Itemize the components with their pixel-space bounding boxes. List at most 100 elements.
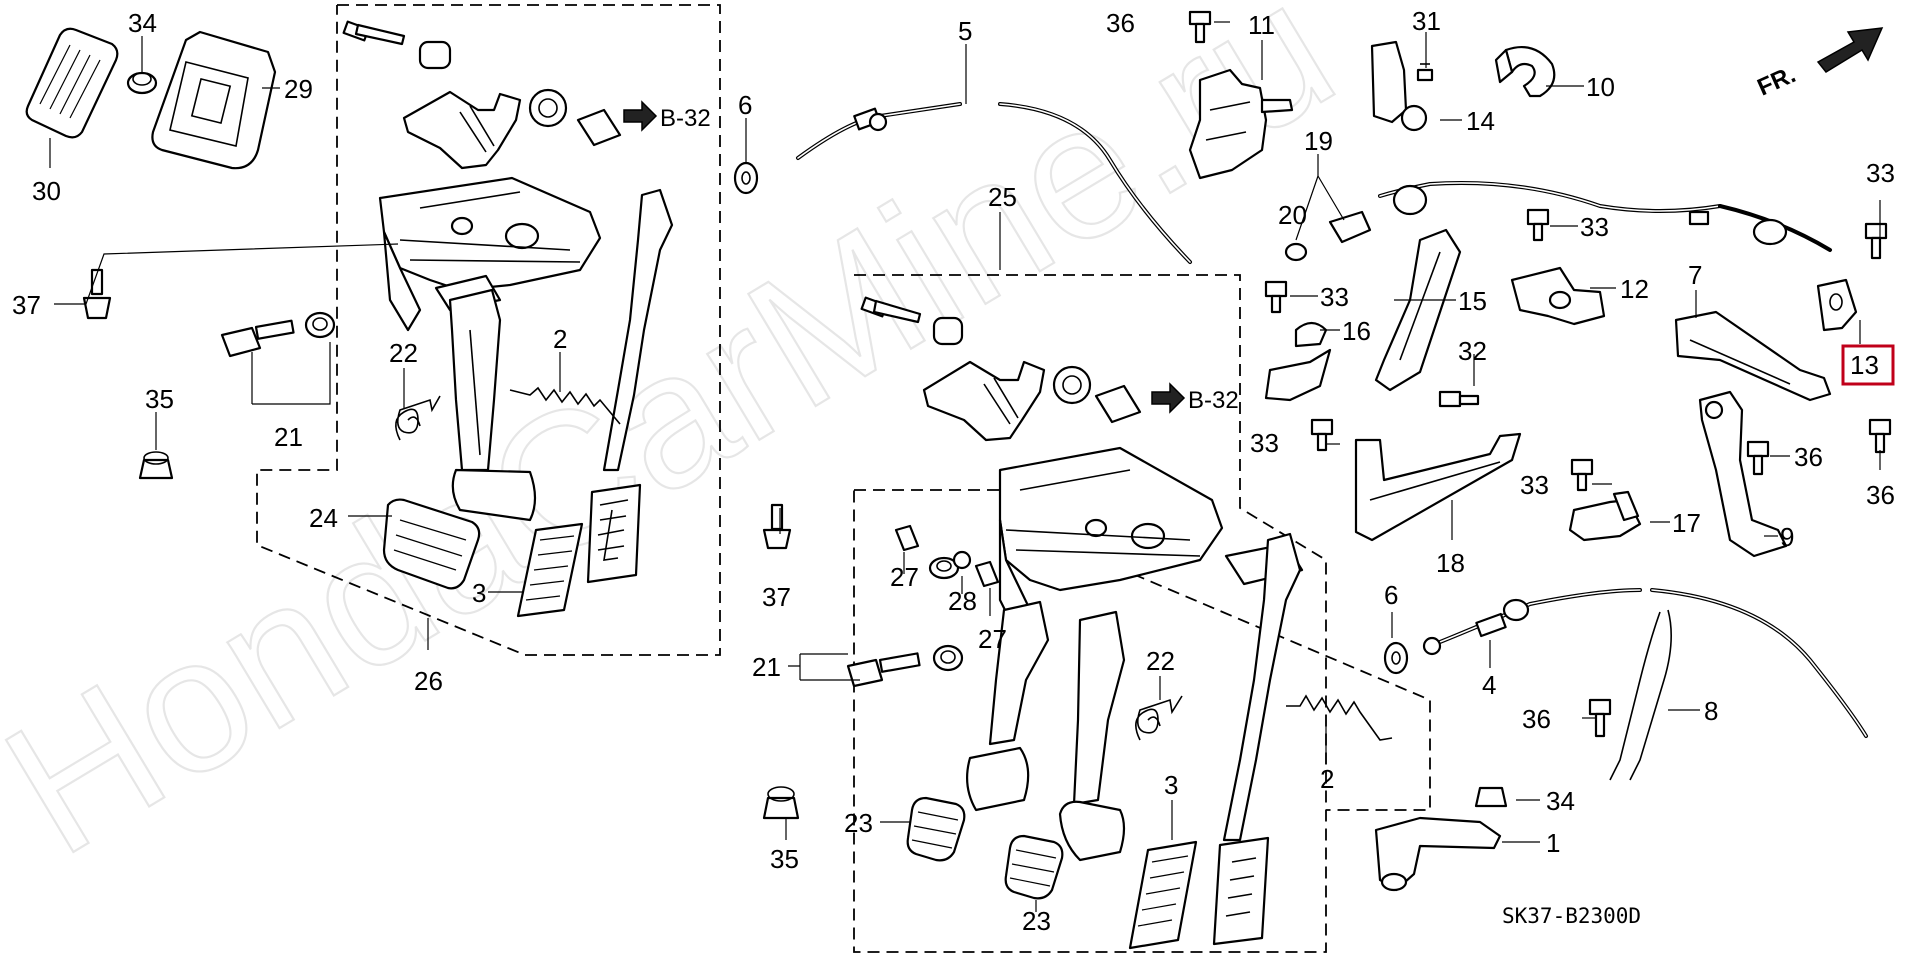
left-accel-pedal — [586, 188, 674, 584]
callout: 9 — [1780, 522, 1794, 552]
callout: 32 — [1458, 336, 1487, 366]
callout: 33 — [1520, 470, 1549, 500]
callout: 2 — [1320, 764, 1334, 794]
callout: 37 — [762, 582, 791, 612]
callout: 36 — [1866, 480, 1895, 510]
cable-5 — [796, 102, 1192, 264]
callout: 33 — [1320, 282, 1349, 312]
frame-26 — [256, 4, 721, 656]
switch-21b — [846, 644, 964, 688]
callout: 6 — [738, 90, 752, 120]
callout: 23 — [844, 808, 873, 838]
center-clutch-pedal — [965, 600, 1050, 812]
ref-b32-center-label: B-32 — [1188, 387, 1239, 414]
callout: 13 — [1850, 350, 1879, 380]
bolts-small — [1188, 10, 1892, 808]
front-indicator: FR. — [1753, 27, 1884, 101]
center-pedal-pad-3 — [1128, 840, 1198, 950]
center-brake-pedal — [1058, 610, 1126, 862]
bracket-9 — [1698, 390, 1788, 558]
bolt-31 — [1416, 63, 1434, 82]
clamp-12 — [1510, 266, 1606, 326]
bolt-36c — [1868, 418, 1892, 454]
nut-35a — [138, 451, 174, 480]
callout: 20 — [1278, 200, 1307, 230]
bolt-36a — [1188, 10, 1212, 44]
washer-6b — [1383, 641, 1409, 675]
callout: 22 — [1146, 646, 1175, 676]
spring-22b — [1135, 695, 1183, 741]
pad-30 — [25, 27, 119, 139]
callout: 27 — [890, 562, 919, 592]
spring-2b — [1286, 694, 1393, 741]
center-accel-pedal — [1212, 532, 1302, 946]
callout: 1 — [1546, 828, 1560, 858]
bracket-11 — [1188, 68, 1294, 180]
switch-21a — [220, 311, 336, 358]
callout: 19 — [1304, 126, 1333, 156]
callout: 26 — [414, 666, 443, 696]
callout: 3 — [1164, 770, 1178, 800]
nut-34b — [1474, 786, 1508, 808]
bracket-18 — [1354, 432, 1522, 542]
callout: 33 — [1580, 212, 1609, 242]
callout: 35 — [145, 384, 174, 414]
bolt-33e — [1864, 222, 1888, 260]
diagram-code: SK37-B2300D — [1502, 904, 1641, 928]
callout: 14 — [1466, 106, 1495, 136]
bolt-37a — [82, 268, 112, 320]
left-pedal-pad-24 — [382, 498, 481, 590]
bracket-17 — [1568, 490, 1642, 542]
callout: 36 — [1522, 704, 1551, 734]
cable-19 — [1328, 180, 1832, 252]
front-arrow-icon — [1816, 27, 1884, 73]
callout: 33 — [1250, 428, 1279, 458]
callout: 11 — [1248, 10, 1275, 40]
callout: 4 — [1482, 670, 1496, 700]
cover-29 — [151, 30, 277, 170]
bolt-36b — [1746, 440, 1770, 476]
ref-b32-center: B-32 — [1151, 382, 1239, 414]
callout: 30 — [32, 176, 61, 206]
left-brake-pedal — [448, 288, 537, 522]
callout: 8 — [1704, 696, 1718, 726]
callout: 31 — [1412, 6, 1441, 36]
bracket-15 — [1374, 228, 1462, 392]
callout: 22 — [389, 338, 418, 368]
callout: 33 — [1866, 158, 1895, 188]
cable-4-8 — [1422, 588, 1868, 781]
callout: 10 — [1586, 72, 1615, 102]
callout: 3 — [472, 578, 486, 608]
bracket-14 — [1370, 40, 1428, 132]
callout: 35 — [770, 844, 799, 874]
callout: 17 — [1672, 508, 1701, 538]
left-pedal-assembly — [25, 4, 721, 656]
frame-25 — [853, 274, 1327, 953]
callout: 34 — [1546, 786, 1575, 816]
callout: 37 — [12, 290, 41, 320]
washer-6a — [733, 161, 759, 195]
left-upper-bushings — [342, 20, 622, 170]
bracket-16 — [1264, 321, 1332, 402]
center-pedal-pad-23b — [1004, 834, 1064, 900]
callout: 7 — [1688, 260, 1702, 290]
bolt-37b — [762, 503, 792, 550]
spring-22a — [395, 395, 441, 441]
fasteners-27-28 — [894, 524, 1000, 588]
nut-35b — [762, 786, 800, 820]
bracket-1 — [1374, 816, 1502, 892]
clamp-10 — [1494, 46, 1556, 98]
callout: 12 — [1620, 274, 1649, 304]
bolt-33a — [1526, 208, 1550, 242]
left-pedal-bracket — [378, 176, 602, 332]
callout: 36 — [1794, 442, 1823, 472]
ref-b32-top-label: B-32 — [660, 105, 711, 132]
callout: 15 — [1458, 286, 1487, 316]
callout: 16 — [1342, 316, 1371, 346]
bracket-7 — [1674, 310, 1832, 402]
callout: 24 — [309, 503, 338, 533]
callout: 25 — [988, 182, 1017, 212]
nut-34 — [126, 71, 158, 95]
callout: 21 — [752, 652, 781, 682]
